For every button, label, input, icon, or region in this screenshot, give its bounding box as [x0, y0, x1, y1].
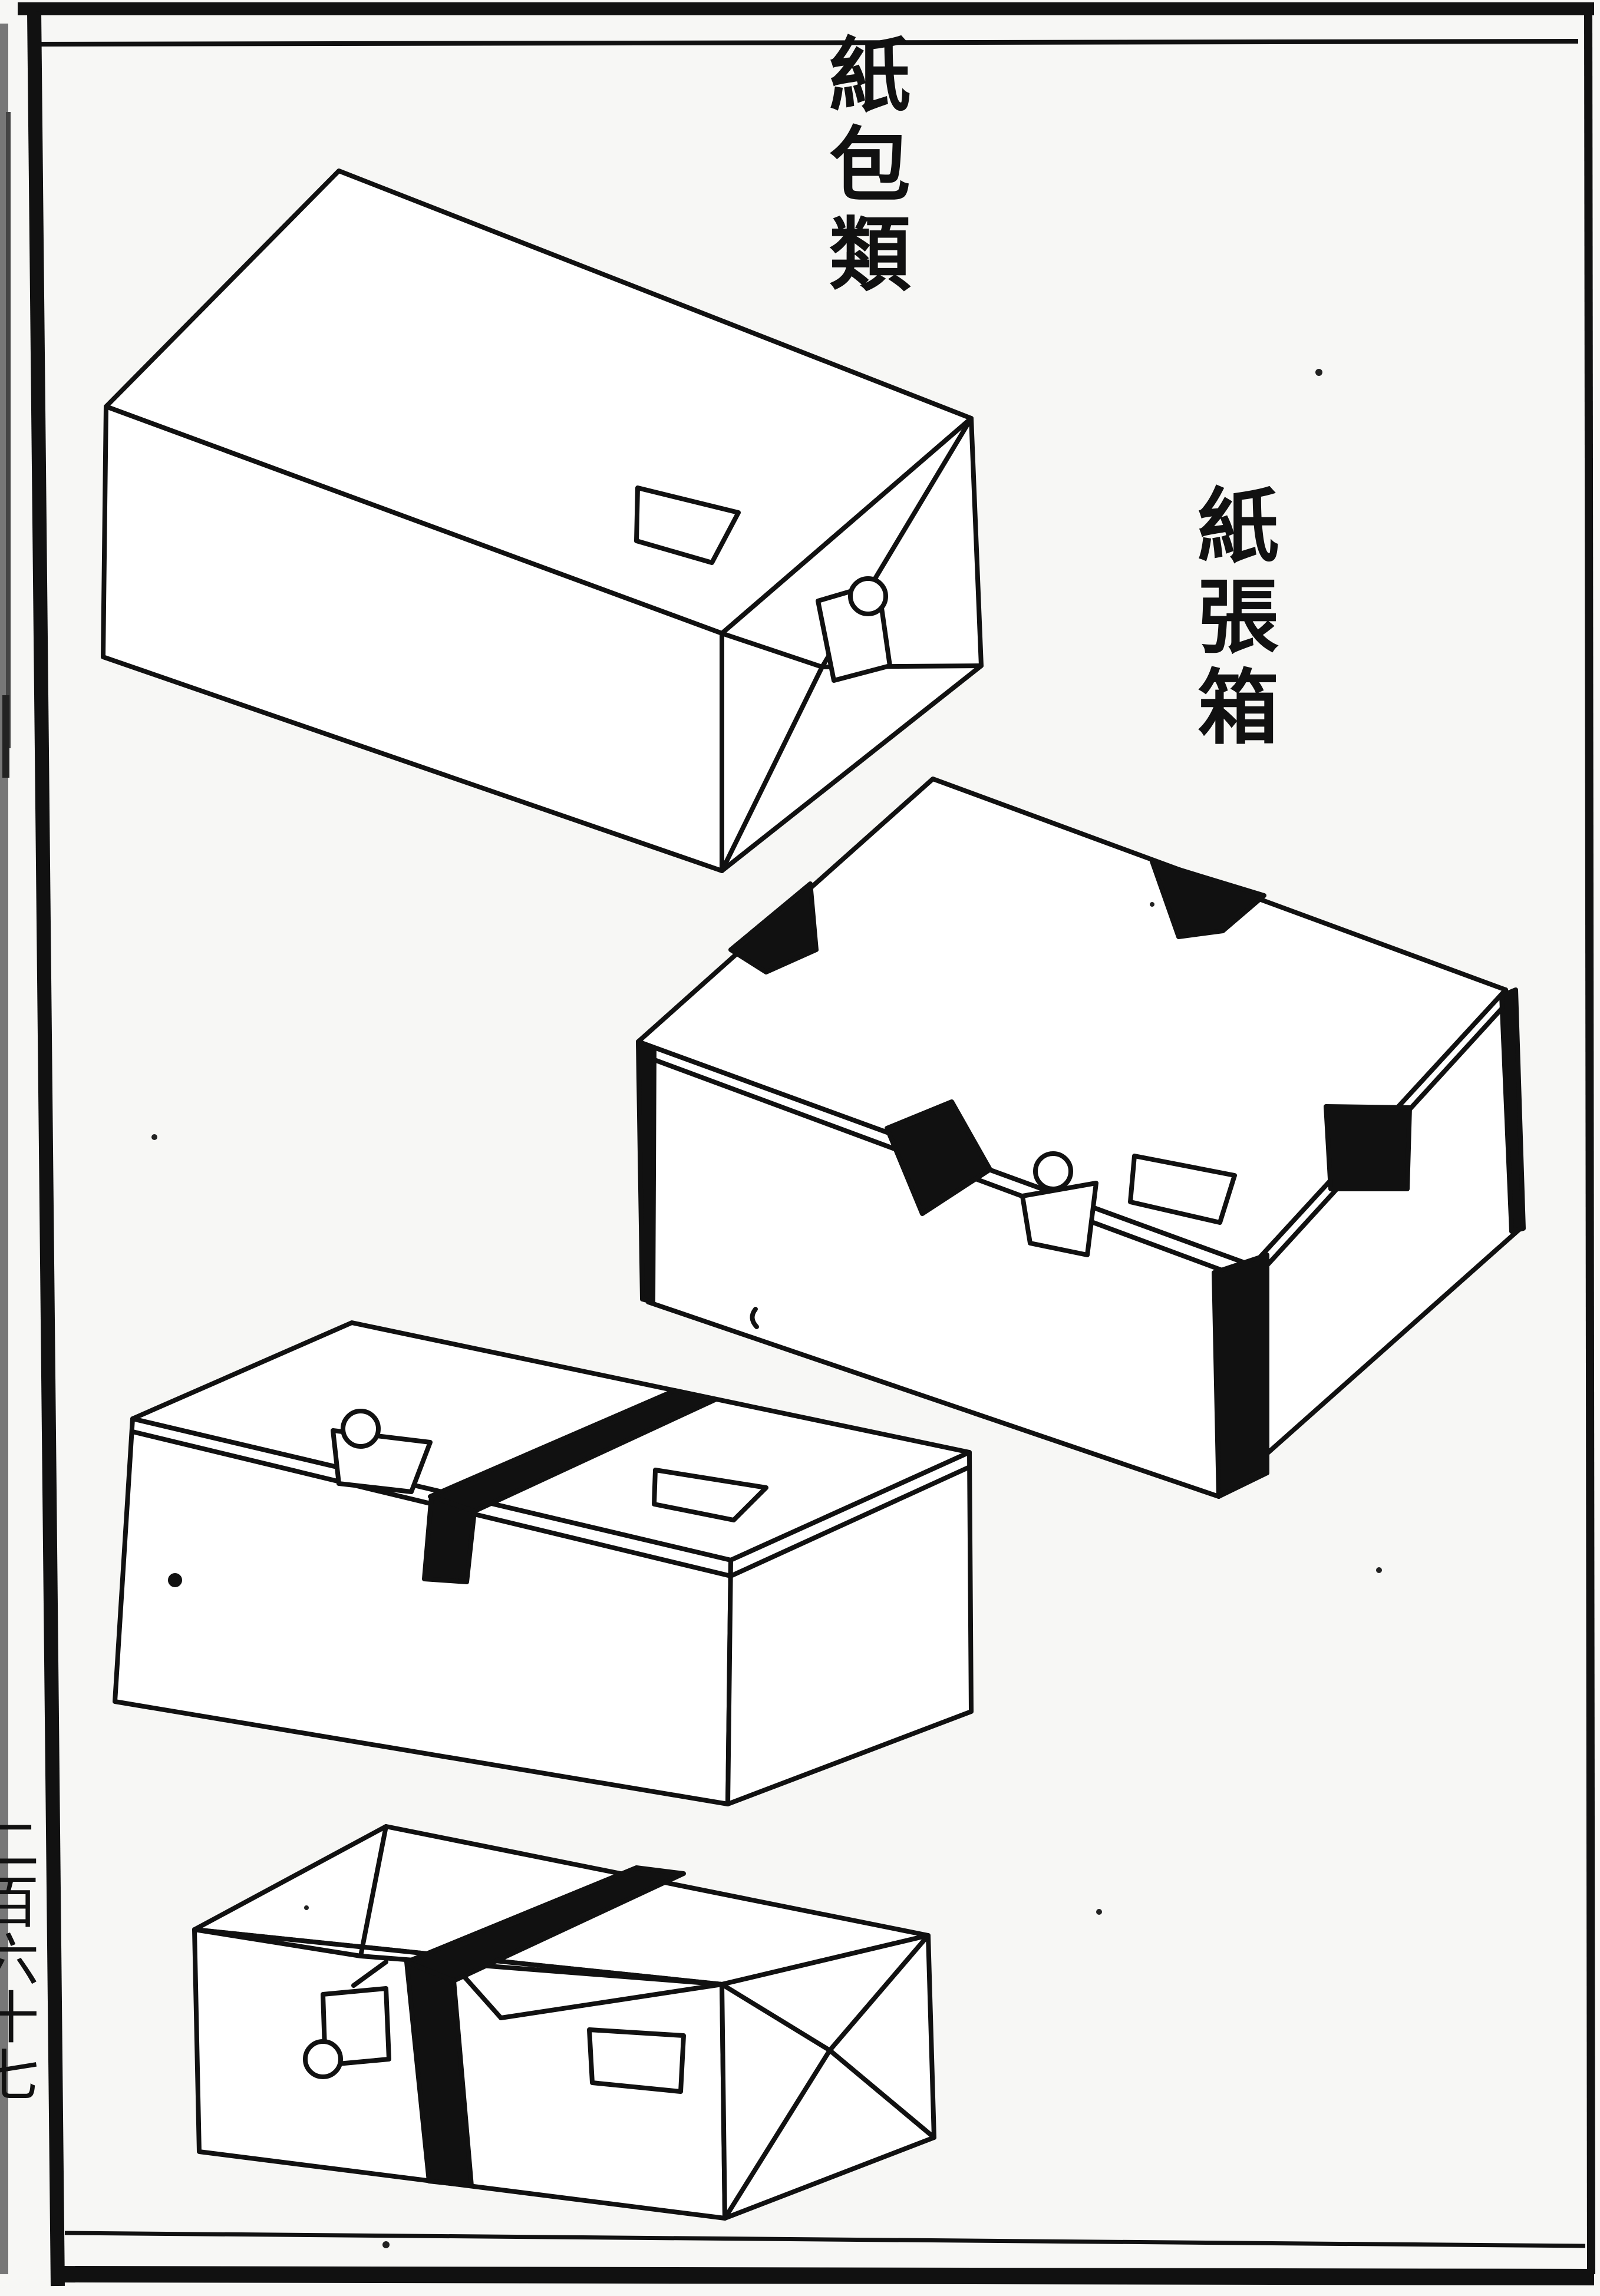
paper-box-3: [113, 1320, 974, 1806]
left-margin-artifacts: [0, 24, 11, 2274]
package-1-button: [848, 576, 888, 616]
box-2-corner-tape: [1324, 1104, 1412, 1191]
box-3-label: [652, 1468, 768, 1522]
box-2-corner-tape: [885, 1099, 992, 1216]
scan-specks: [151, 369, 1382, 2248]
package-4-label: [587, 2027, 686, 2094]
title-paper-wrap: 紙包類: [815, 32, 911, 301]
title-paper-box: 紙張箱: [1183, 483, 1279, 755]
box-3-band: [422, 1494, 477, 1584]
page-border: [18, 2, 1595, 2287]
package-4-top-folds: [358, 1824, 388, 1958]
paper-box-2: [636, 777, 1526, 1499]
box-2-mark: [750, 1307, 759, 1329]
box-2-edge-tape: [1499, 987, 1526, 1234]
box-3-dot: [168, 1573, 182, 1587]
box-3-button: [341, 1409, 381, 1449]
paper-package-4: [192, 1824, 936, 2221]
package-4-band: [404, 1960, 474, 2188]
package-1-label: [634, 485, 741, 565]
page-number: 二百六十七: [0, 1815, 39, 2103]
box-2-button: [1033, 1151, 1073, 1191]
box-2-corner-tape: [1150, 859, 1266, 939]
paper-package-1: [101, 169, 984, 873]
package-4-button: [303, 2039, 343, 2079]
box-3-lid-line: [130, 1429, 972, 1578]
box-2-edge-tape: [1212, 1253, 1269, 1499]
box-2-label: [1128, 1154, 1237, 1225]
box-2-tag: [1020, 1181, 1098, 1257]
box-2-corner-tape: [728, 881, 819, 974]
box-3-side: [725, 1450, 974, 1806]
box-2-edge-tape: [636, 1039, 657, 1304]
